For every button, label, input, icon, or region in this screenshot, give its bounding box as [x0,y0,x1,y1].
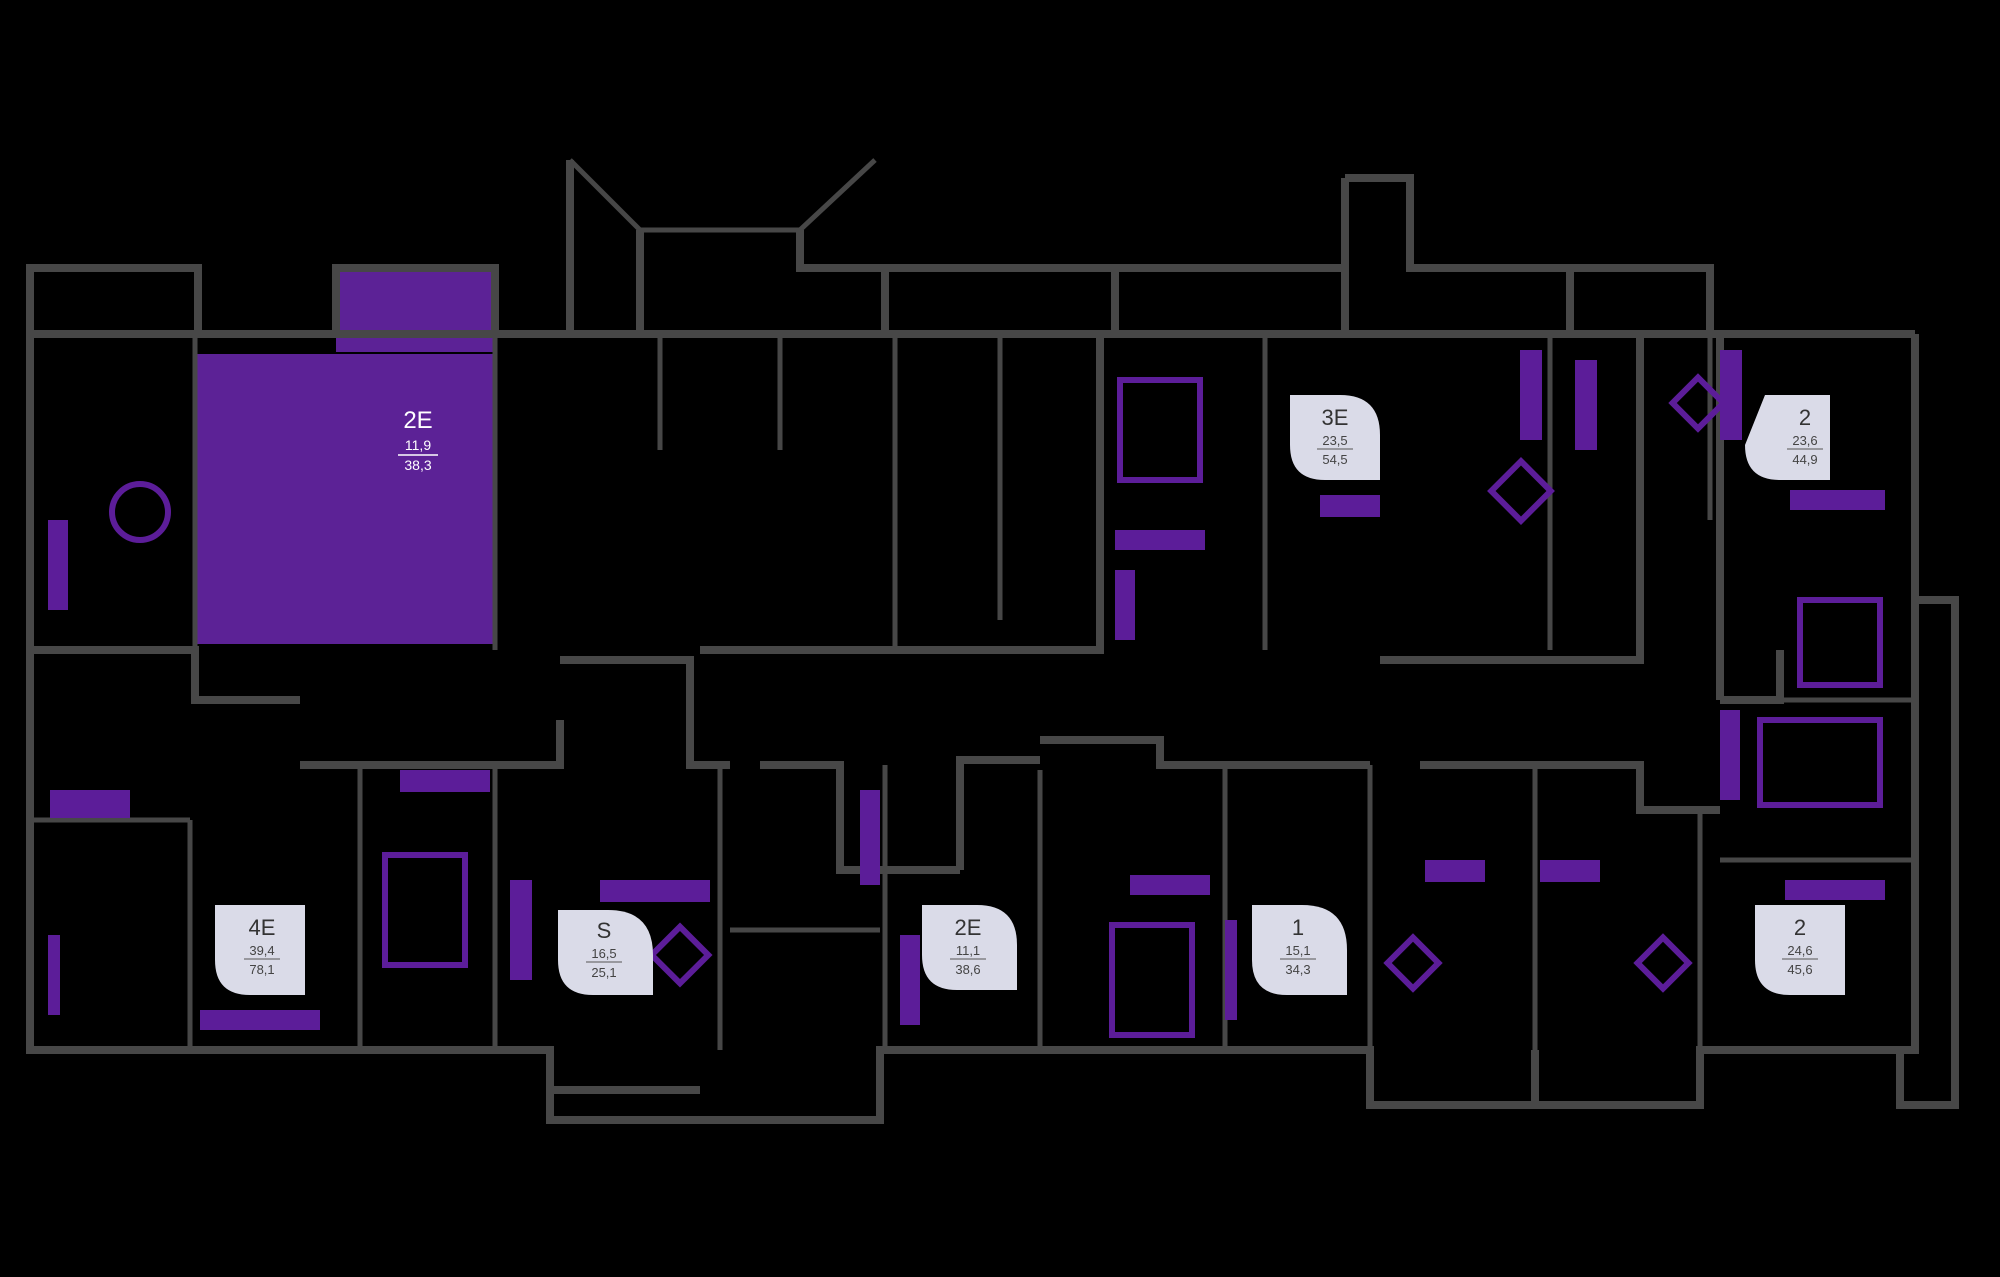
furniture [48,350,1885,1038]
unit-total-area: 78,1 [249,962,274,977]
unit-total-area: 25,1 [591,965,616,980]
corridor-walls [30,334,1784,874]
unit-total-area: 45,6 [1787,962,1812,977]
unit-badge-4e[interactable]: 4E 39,4 78,1 [215,905,305,995]
unit-badge-s[interactable]: S 16,5 25,1 [558,910,653,995]
building-walls [26,158,1959,1124]
unit-type: 2 [1794,915,1806,940]
selected-apartment-2e[interactable] [195,272,495,644]
unit-type: 1 [1292,915,1304,940]
unit-type: 2 [1799,405,1811,430]
unit-badge-2-top[interactable]: 2 23,6 44,9 [1745,395,1830,480]
unit-total-area: 38,6 [955,962,980,977]
unit-living-area: 11,1 [956,943,980,958]
unit-type: 4E [249,915,276,940]
unit-badge-2-bottom[interactable]: 2 24,6 45,6 [1755,905,1845,995]
unit-badge-3e[interactable]: 3E 23,5 54,5 [1290,395,1380,480]
unit-living-area: 23,6 [1792,433,1817,448]
selected-unit-type: 2E [403,407,432,434]
unit-total-area: 54,5 [1322,452,1347,467]
unit-living-area: 15,1 [1285,943,1310,958]
unit-type: 2E [955,915,982,940]
unit-living-area: 16,5 [591,946,616,961]
unit-type: S [597,918,612,943]
unit-badge-1[interactable]: 1 15,1 34,3 [1252,905,1347,995]
unit-badge-2e[interactable]: 2E 11,1 38,6 [922,905,1017,990]
unit-living-area: 39,4 [249,943,274,958]
selected-unit-living-area: 11,9 [405,437,431,453]
selected-unit-total-area: 38,3 [404,457,431,473]
unit-total-area: 34,3 [1285,962,1310,977]
unit-living-area: 24,6 [1787,943,1812,958]
unit-type: 3E [1322,405,1349,430]
selected-unit-label: 2E 11,9 38,3 [398,407,438,473]
unit-living-area: 23,5 [1322,433,1347,448]
unit-total-area: 44,9 [1792,452,1817,467]
